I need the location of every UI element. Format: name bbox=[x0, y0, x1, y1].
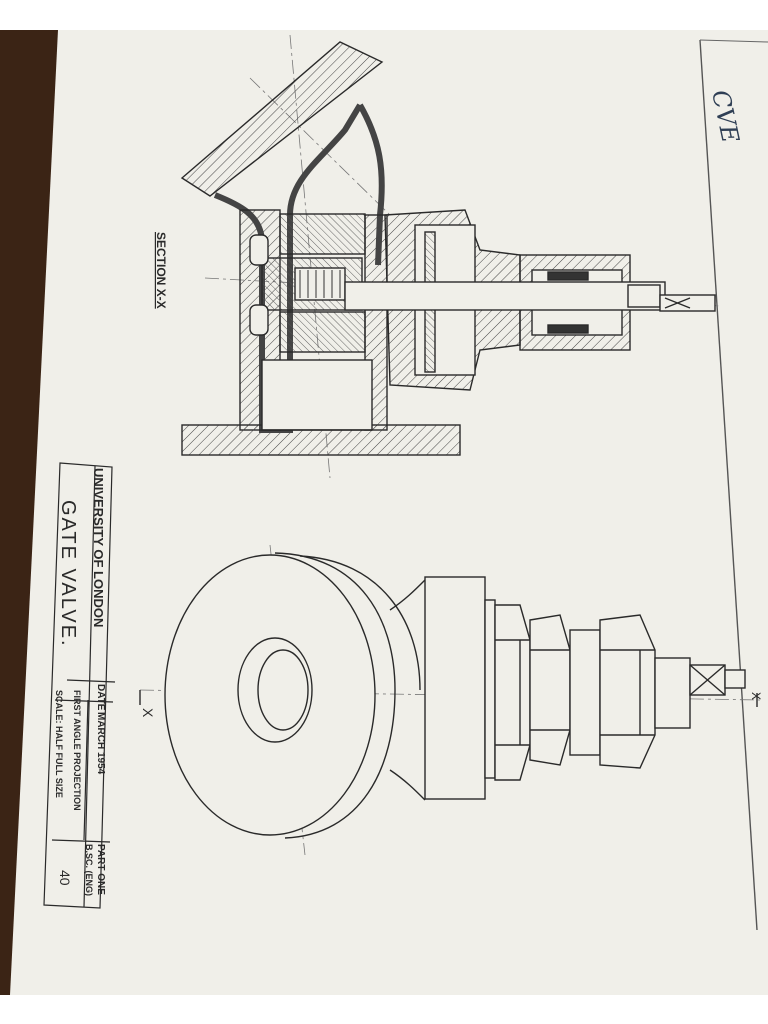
title-block bbox=[43, 462, 116, 909]
part-label: PART ONE bbox=[95, 844, 106, 895]
projection-note: FIRST ANGLE PROJECTION bbox=[72, 690, 82, 811]
bore bbox=[237, 637, 313, 743]
top-margin bbox=[0, 0, 768, 30]
spindle-tip bbox=[659, 294, 716, 312]
course-label: B.SC. (ENG) bbox=[84, 844, 94, 896]
hex-nut-large bbox=[494, 604, 531, 781]
drawing-title: GATE VALVE. bbox=[57, 500, 79, 648]
section-view bbox=[180, 34, 721, 479]
section-label: SECTION X-X bbox=[154, 232, 168, 309]
bonnet-block bbox=[424, 576, 486, 800]
bottom-margin bbox=[0, 995, 768, 1024]
drawing-sheet bbox=[10, 30, 768, 995]
drawing-number: 40 bbox=[57, 870, 73, 886]
date-label: DATE bbox=[95, 684, 106, 711]
angled-flange bbox=[180, 41, 384, 197]
spindle bbox=[344, 281, 666, 311]
cut-mark-left: X bbox=[140, 708, 156, 718]
hex-nut-mid bbox=[529, 614, 571, 766]
hex-nut-gland bbox=[599, 614, 656, 769]
spindle-end bbox=[654, 657, 691, 729]
cut-mark-right: X bbox=[749, 692, 763, 700]
flange-disc bbox=[164, 554, 376, 836]
date-value: MARCH 1954 bbox=[95, 712, 106, 775]
institution-name: UNIVERSITY OF LONDON bbox=[91, 468, 106, 627]
border-line-right bbox=[699, 39, 758, 931]
border-line-top bbox=[699, 39, 768, 43]
scale-note: SCALE: HALF FULL SIZE bbox=[54, 690, 64, 798]
elevation-view bbox=[139, 544, 761, 856]
